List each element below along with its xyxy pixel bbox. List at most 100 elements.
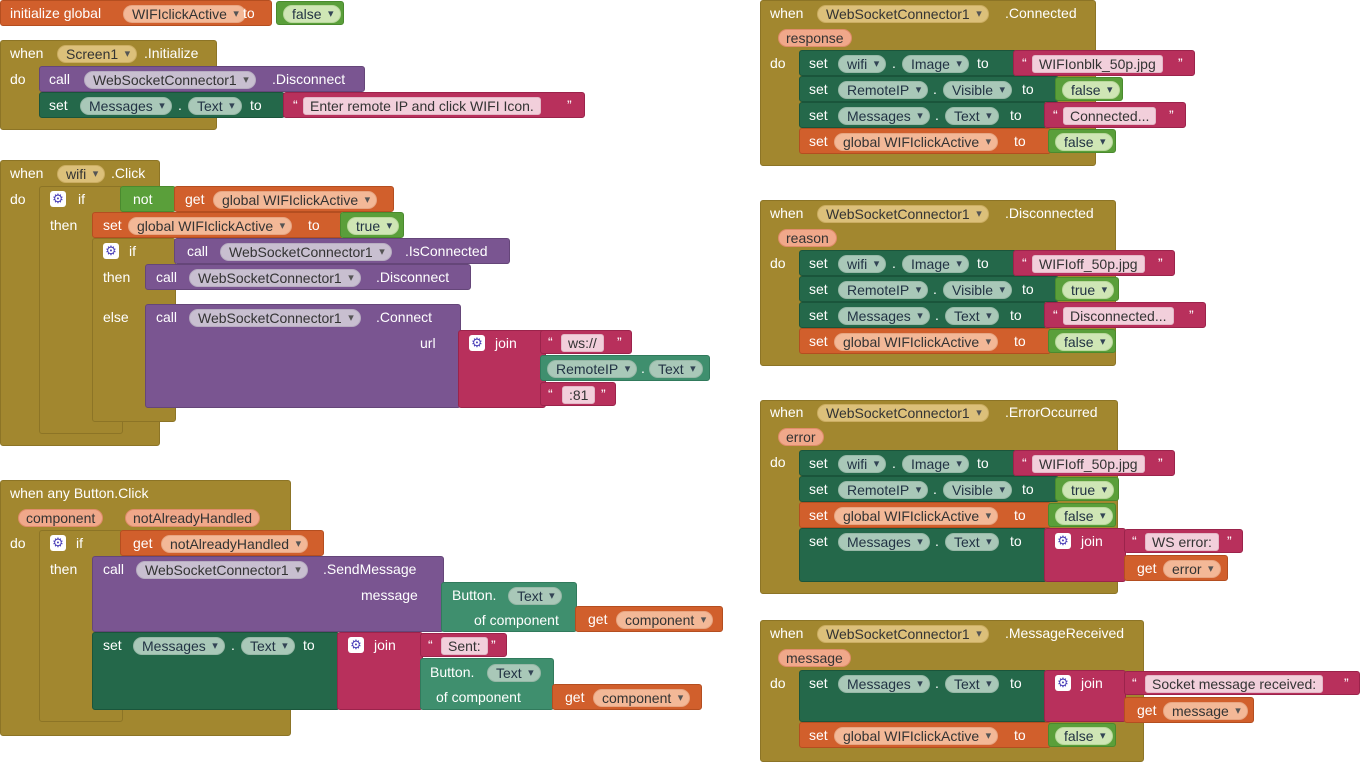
set-wifi-image-block[interactable]: set wifi . Image to [799,250,1017,276]
text-property-dropdown[interactable]: Text [241,637,295,655]
join-block[interactable]: ⚙ join [1044,670,1126,722]
get-component-block[interactable]: get component [575,606,723,632]
ws-component-dropdown[interactable]: WebSocketConnector1 [189,269,361,287]
messages-dropdown[interactable]: Messages [838,533,930,551]
wifi-dropdown[interactable]: wifi [57,165,106,183]
set-global-block[interactable]: set global WIFIclickActive to [799,128,1051,154]
text-field[interactable]: WIFIonblk_50p.jpg [1032,55,1163,73]
ws-component-dropdown[interactable]: WebSocketConnector1 [817,625,989,643]
true-dropdown[interactable]: true [1062,481,1115,499]
text-property-dropdown[interactable]: Text [487,664,541,682]
message-dropdown[interactable]: message [1163,702,1248,720]
text-field[interactable]: WIFIoff_50p.jpg [1032,255,1145,273]
set-remoteip-visible-block[interactable]: set RemoteIP . Visible to [799,76,1059,102]
messages-dropdown[interactable]: Messages [838,675,930,693]
messages-dropdown[interactable]: Messages [133,637,225,655]
remoteip-dropdown[interactable]: RemoteIP [838,81,929,99]
get-not-already-handled-block[interactable]: get notAlreadyHandled [120,530,324,556]
set-wifi-image-block[interactable]: set wifi . Image to [799,450,1017,476]
set-global-block[interactable]: set global WIFIclickActive to [799,722,1051,748]
false-block[interactable]: false [1055,77,1123,101]
set-global-block[interactable]: set global WIFIclickActive to [799,502,1051,528]
global-var-dropdown[interactable]: global WIFIclickActive [213,191,378,209]
messages-dropdown[interactable]: Messages [838,107,930,125]
wifi-on-string[interactable]: “ WIFIonblk_50p.jpg ” [1013,50,1195,76]
set-remoteip-visible-block[interactable]: set RemoteIP . Visible to [799,276,1059,302]
text-field[interactable]: ws:// [561,334,604,352]
set-remoteip-visible-block[interactable]: set RemoteIP . Visible to [799,476,1059,502]
text-field[interactable]: :81 [562,386,596,404]
text-field[interactable]: Connected... [1063,107,1157,125]
not-already-handled-param[interactable]: notAlreadyHandled [125,509,261,527]
true-block[interactable]: true [1055,477,1119,501]
call-isconnected-block[interactable]: call WebSocketConnector1 .IsConnected [174,238,510,264]
global-var-dropdown[interactable]: global WIFIclickActive [834,727,999,745]
false-dropdown[interactable]: false [283,5,341,23]
disconnected-string[interactable]: “ Disconnected... ” [1044,302,1206,328]
false-block[interactable]: false [1048,503,1116,527]
global-var-dropdown[interactable]: global WIFIclickActive [128,217,293,235]
true-block[interactable]: true [340,212,404,238]
initialize-global-block[interactable]: initialize global WIFIclickActive to [0,0,272,26]
false-block[interactable]: false [1048,723,1116,747]
text-field[interactable]: WIFIoff_50p.jpg [1032,455,1145,473]
text-field[interactable]: WS error: [1145,533,1219,551]
ws-prefix-string[interactable]: “ ws:// ” [540,330,632,354]
set-messages-text-block[interactable]: set Messages . Text to [799,302,1047,328]
text-field[interactable]: Enter remote IP and click WIFI Icon. [303,97,541,115]
text-property-dropdown[interactable]: Text [188,97,242,115]
set-messages-text-block[interactable]: set Messages . Text to [799,670,1047,722]
not-block[interactable]: not [120,186,176,212]
remoteip-dropdown[interactable]: RemoteIP [547,360,638,378]
response-param[interactable]: response [778,29,852,47]
text-field[interactable]: Sent: [441,637,488,655]
remoteip-dropdown[interactable]: RemoteIP [838,481,929,499]
remoteip-text-getter[interactable]: RemoteIP . Text [540,355,710,381]
join-block[interactable]: ⚙ join [458,330,546,408]
messages-dropdown[interactable]: Messages [80,97,172,115]
reason-param[interactable]: reason [778,229,837,247]
false-dropdown[interactable]: false [1055,133,1113,151]
global-var-dropdown[interactable]: global WIFIclickActive [834,133,999,151]
global-var-dropdown[interactable]: global WIFIclickActive [834,333,999,351]
set-global-block[interactable]: set global WIFIclickActive to [92,212,344,238]
ws-error-string[interactable]: “ WS error: ” [1124,529,1243,553]
false-block[interactable]: false [276,1,344,25]
text-property-dropdown[interactable]: Text [649,360,703,378]
text-field[interactable]: Disconnected... [1063,307,1174,325]
any-button-text-getter[interactable]: Button. Text of component [420,658,554,710]
ws-component-dropdown[interactable]: WebSocketConnector1 [84,71,256,89]
socket-received-string[interactable]: “ Socket message received: ” [1124,671,1360,695]
false-dropdown[interactable]: false [1055,333,1113,351]
text-property-dropdown[interactable]: Text [945,533,999,551]
text-property-dropdown[interactable]: Text [945,675,999,693]
call-disconnect-block[interactable]: call WebSocketConnector1 .Disconnect [39,66,365,92]
gear-icon[interactable]: ⚙ [469,335,485,351]
image-property-dropdown[interactable]: Image [902,455,969,473]
screen1-dropdown[interactable]: Screen1 [57,45,138,63]
global-var-name-field[interactable]: WIFIclickActive [123,5,246,23]
text-property-dropdown[interactable]: Text [508,587,562,605]
call-disconnect-block[interactable]: call WebSocketConnector1 .Disconnect [145,264,471,290]
get-message-block[interactable]: get message [1124,697,1254,723]
sent-string[interactable]: “ Sent: ” [420,633,507,657]
any-button-text-getter[interactable]: Button. Text of component [441,582,577,632]
wifi-dropdown[interactable]: wifi [838,455,887,473]
get-component-block[interactable]: get component [552,684,702,710]
false-dropdown[interactable]: false [1062,81,1120,99]
gear-icon[interactable]: ⚙ [50,191,66,207]
ws-component-dropdown[interactable]: WebSocketConnector1 [817,5,989,23]
message-param[interactable]: message [778,649,851,667]
ws-component-dropdown[interactable]: WebSocketConnector1 [220,243,392,261]
false-block[interactable]: false [1048,129,1116,153]
call-sendmessage-block[interactable]: call WebSocketConnector1 .SendMessage me… [92,556,444,632]
set-messages-text-block[interactable]: set Messages . Text to [799,102,1047,128]
visible-property-dropdown[interactable]: Visible [943,281,1012,299]
gear-icon[interactable]: ⚙ [1055,533,1071,549]
visible-property-dropdown[interactable]: Visible [943,81,1012,99]
wifi-dropdown[interactable]: wifi [838,255,887,273]
port-string[interactable]: “ :81 ” [540,382,616,406]
wifi-dropdown[interactable]: wifi [838,55,887,73]
gear-icon[interactable]: ⚙ [103,243,119,259]
false-dropdown[interactable]: false [1055,727,1113,745]
